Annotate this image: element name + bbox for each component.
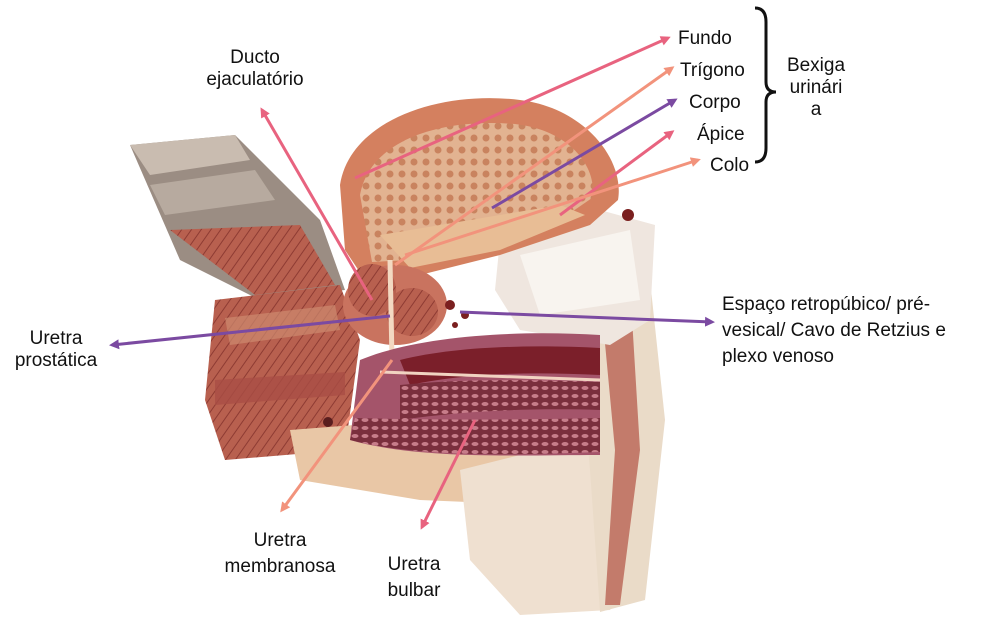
label-ducto-ejaculatorio: Ducto ejaculatório [190, 47, 320, 91]
label-uretra-membranosa: Uretra membranosa [210, 528, 350, 580]
label-colo: Colo [710, 155, 749, 177]
label-fundo: Fundo [678, 28, 732, 50]
label-uretra-prostatica: Uretra prostática [0, 328, 112, 372]
bladder-bracket [755, 8, 776, 162]
label-espaco-retropubico: Espaço retropúbico/ pré- vesical/ Cavo d… [722, 292, 946, 370]
rectum-segment [130, 135, 345, 300]
label-trigono: Trígono [680, 60, 745, 82]
label-bexiga-urinaria: Bexiga urinári a [776, 55, 856, 121]
label-uretra-bulbar: Uretra bulbar [374, 552, 454, 604]
label-apice: Ápice [697, 124, 745, 146]
label-corpo: Corpo [689, 92, 741, 114]
